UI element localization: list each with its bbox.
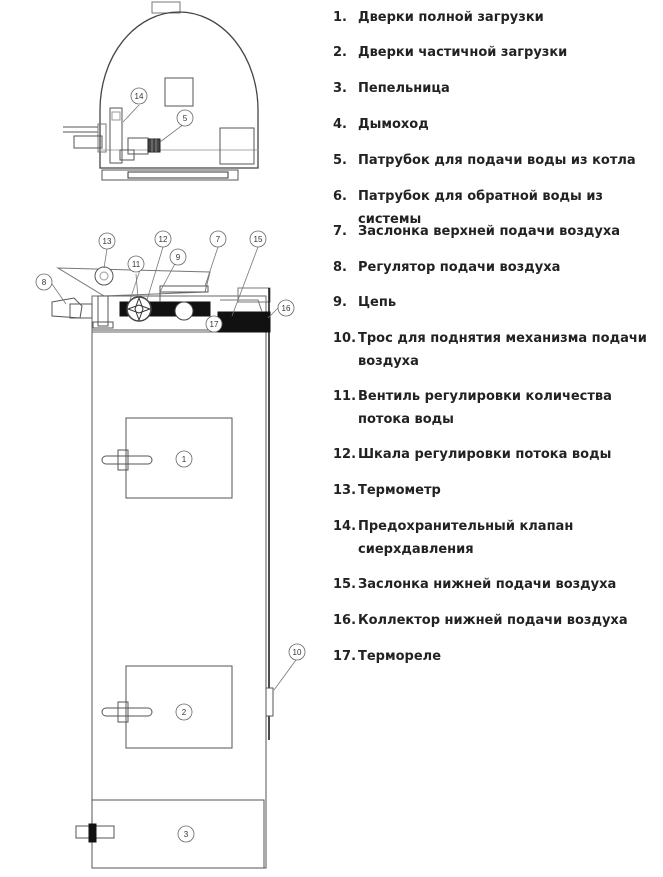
svg-text:7: 7 — [216, 235, 221, 244]
svg-text:14: 14 — [135, 92, 144, 101]
callout-8: 8 — [35, 273, 53, 291]
svg-text:11: 11 — [132, 260, 141, 269]
svg-text:9: 9 — [176, 253, 181, 262]
callout-7: 7 — [209, 230, 227, 248]
svg-text:10: 10 — [293, 648, 302, 657]
callout-12: 12 — [154, 230, 172, 248]
callout-2: 2 — [175, 703, 193, 721]
callout-11: 11 — [127, 255, 145, 273]
callout-5: 5 — [176, 109, 194, 127]
callout-1: 1 — [175, 450, 193, 468]
svg-text:13: 13 — [103, 237, 112, 246]
svg-text:3: 3 — [184, 830, 189, 839]
svg-text:17: 17 — [210, 320, 219, 329]
callout-13: 13 — [98, 232, 116, 250]
callout-10: 10 — [288, 643, 306, 661]
callout-3: 3 — [177, 825, 195, 843]
svg-text:16: 16 — [282, 304, 291, 313]
svg-text:8: 8 — [42, 278, 47, 287]
callout-17: 17 — [205, 315, 223, 333]
callout-16: 16 — [277, 299, 295, 317]
svg-text:1: 1 — [182, 455, 187, 464]
callout-14: 14 — [130, 87, 148, 105]
svg-text:2: 2 — [182, 708, 187, 717]
svg-text:15: 15 — [254, 235, 263, 244]
svg-text:12: 12 — [159, 235, 168, 244]
callout-9: 9 — [169, 248, 187, 266]
boiler-front-view — [51, 266, 274, 869]
boiler-top-view — [63, 1, 259, 181]
svg-text:5: 5 — [183, 114, 188, 123]
callout-15: 15 — [249, 230, 267, 248]
